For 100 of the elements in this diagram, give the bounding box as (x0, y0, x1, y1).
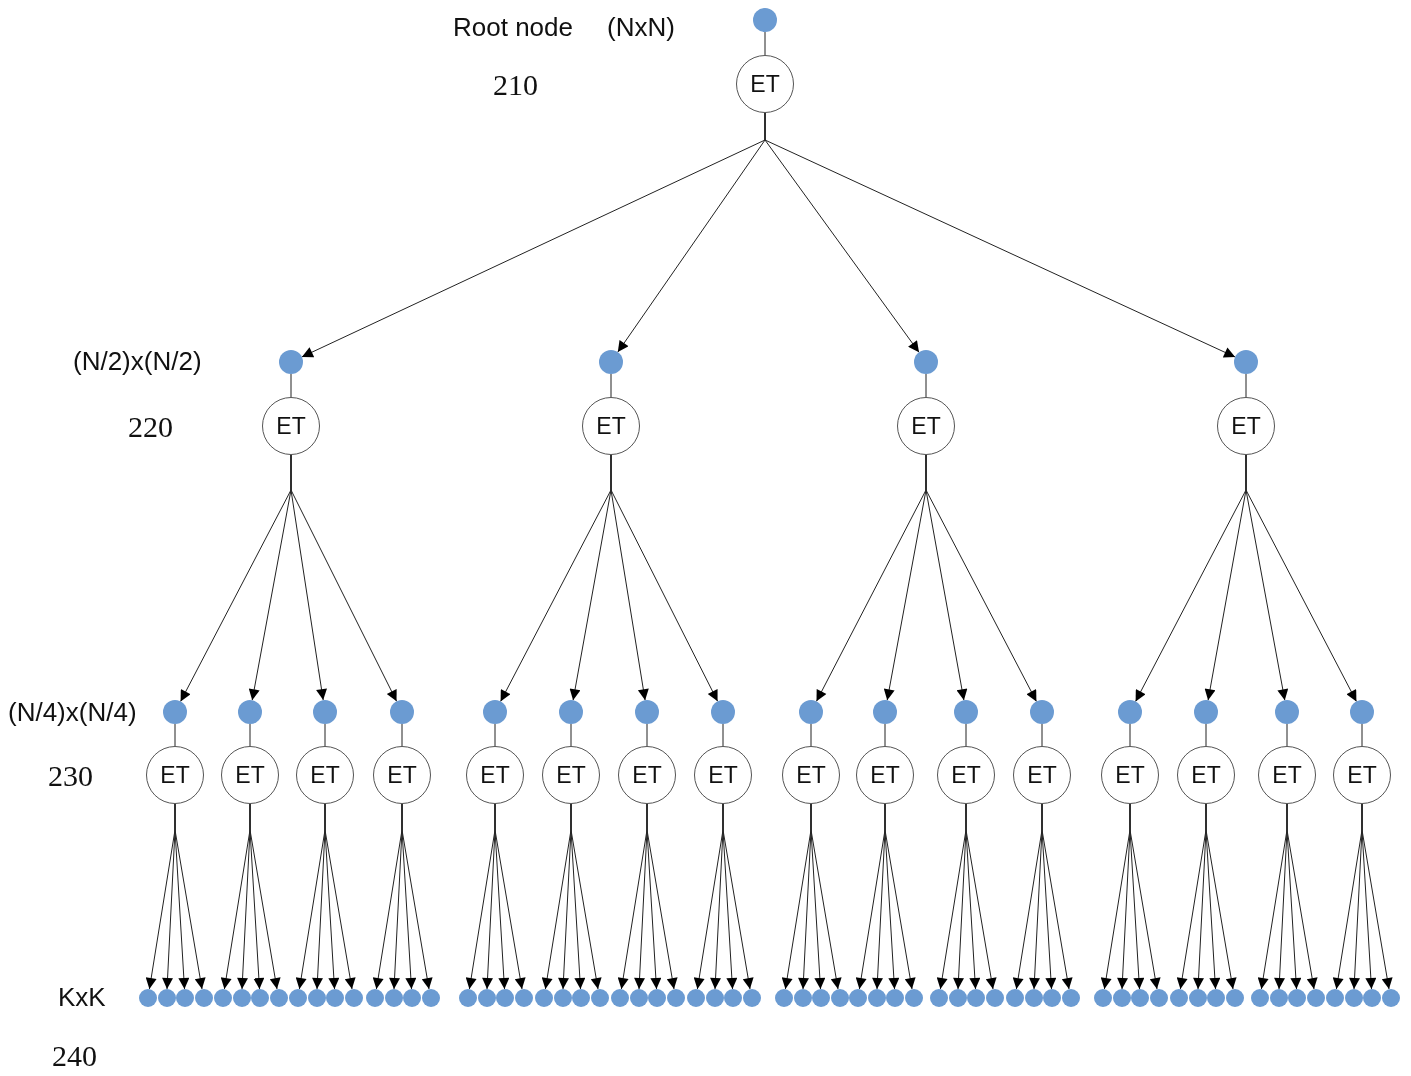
node-dot (326, 989, 344, 1007)
node-dot (1131, 989, 1149, 1007)
node-dot (366, 989, 384, 1007)
element-circle: ET (897, 397, 955, 455)
arrow (1245, 454, 1357, 702)
arrow (1286, 803, 1318, 990)
size-label: (N/2)x(N/2) (73, 348, 202, 374)
arrow (1041, 803, 1073, 990)
node-dot (914, 350, 938, 374)
node-dot (1251, 989, 1269, 1007)
node-dot (954, 700, 978, 724)
arrow (249, 803, 281, 990)
node-dot (1043, 989, 1061, 1007)
node-dot (1170, 989, 1188, 1007)
size-label: KxK (58, 984, 106, 1010)
connector-line (1286, 723, 1288, 747)
node-dot (176, 989, 194, 1007)
node-dot (344, 989, 363, 1007)
element-circle: ET (1177, 746, 1235, 804)
node-dot (635, 700, 659, 724)
arrow (646, 803, 678, 990)
node-dot (553, 989, 572, 1007)
node-dot (590, 989, 609, 1007)
node-dot (873, 700, 897, 724)
size-label: (N/4)x(N/4) (8, 699, 137, 725)
node-dot (459, 989, 477, 1007)
node-dot (886, 989, 904, 1007)
node-dot (967, 989, 985, 1007)
node-dot (742, 989, 761, 1007)
element-circle: ET (262, 397, 320, 455)
node-dot (157, 989, 176, 1007)
node-dot (812, 989, 830, 1007)
node-dot (535, 989, 553, 1007)
node-dot (307, 989, 326, 1007)
node-dot (1234, 350, 1258, 374)
arrow (1361, 803, 1393, 990)
connector-line (401, 723, 403, 747)
element-circle: ET (937, 746, 995, 804)
node-dot (948, 989, 967, 1007)
connector-line (570, 723, 572, 747)
connector-line (610, 373, 612, 398)
element-circle: ET (782, 746, 840, 804)
connector-line (290, 373, 292, 398)
connector-line (925, 373, 927, 398)
element-circle: ET (1333, 746, 1391, 804)
node-dot (1112, 989, 1131, 1007)
node-dot (648, 989, 666, 1007)
arrow (401, 803, 433, 990)
arrow (925, 454, 1037, 702)
element-circle: ET (694, 746, 752, 804)
arrow (1205, 803, 1237, 990)
node-dot (611, 989, 629, 1007)
arrow (764, 112, 1236, 358)
node-dot (1344, 989, 1363, 1007)
element-circle: ET (1258, 746, 1316, 804)
node-dot (629, 989, 648, 1007)
node-dot (1024, 989, 1043, 1007)
node-dot (711, 700, 735, 724)
arrow (290, 454, 398, 702)
node-dot (214, 989, 232, 1007)
node-dot (1030, 700, 1054, 724)
node-dot (775, 989, 793, 1007)
node-dot (724, 989, 742, 1007)
node-dot (421, 989, 440, 1007)
reference-number: 220 (128, 412, 173, 442)
node-dot (1225, 989, 1244, 1007)
arrow (1129, 803, 1161, 990)
node-dot (1326, 989, 1344, 1007)
node-dot (930, 989, 948, 1007)
node-dot (232, 989, 251, 1007)
element-circle: ET (466, 746, 524, 804)
connector-line (646, 723, 648, 747)
node-dot (483, 700, 507, 724)
element-circle: ET (221, 746, 279, 804)
arrow (494, 803, 526, 990)
connector-line (1129, 723, 1131, 747)
connector-line (1245, 373, 1247, 398)
level-label: Root node (453, 14, 573, 40)
node-dot (1306, 989, 1325, 1007)
node-dot (753, 8, 777, 32)
node-dot (1363, 989, 1381, 1007)
connector-line (1205, 723, 1207, 747)
element-circle: ET (618, 746, 676, 804)
node-dot (830, 989, 849, 1007)
node-dot (1194, 700, 1218, 724)
arrow (324, 803, 356, 990)
node-dot (1149, 989, 1168, 1007)
arrow (570, 803, 602, 990)
node-dot (705, 989, 724, 1007)
element-circle: ET (856, 746, 914, 804)
node-dot (904, 989, 923, 1007)
size-label: (NxN) (607, 14, 675, 40)
node-dot (1269, 989, 1288, 1007)
node-dot (799, 700, 823, 724)
node-dot (572, 989, 590, 1007)
connector-line (174, 723, 176, 747)
node-dot (1350, 700, 1374, 724)
node-dot (139, 989, 157, 1007)
arrow (810, 803, 842, 990)
element-circle: ET (296, 746, 354, 804)
